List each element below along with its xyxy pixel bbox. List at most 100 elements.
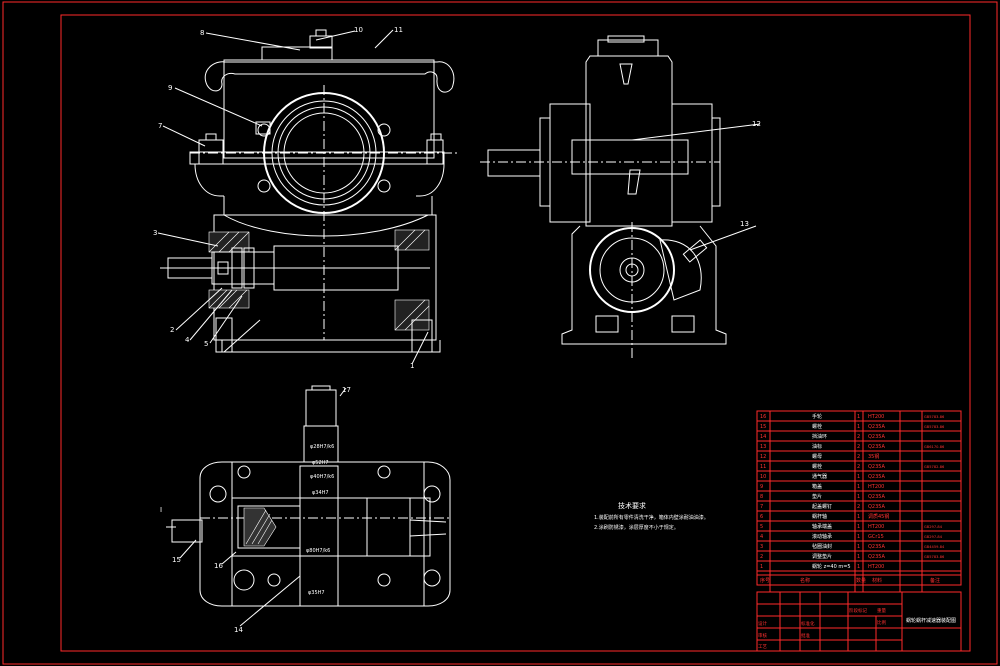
bom-cell-qty: 1 [857,414,860,420]
bom-cell-std: GB5783-86 [924,415,945,419]
bom-cell-qty: 1 [857,534,860,540]
bom-cell-name: 起盖螺钉 [812,503,832,510]
technical-requirements: 技术要求 1.装配前所有零件清洗干净，箱体内壁涂耐油油漆。 2.涂刷防锈漆，涂层… [594,501,709,531]
title-block-label: 标准化 [801,620,815,627]
bom-cell-qty: 2 [857,444,860,450]
bom-header-std: 备注 [930,577,940,584]
bom-cell-std: GB5783-86 [924,425,945,429]
bom-cell-std: GB297-84 [924,535,943,539]
bom-cell-name: 垫片 [812,493,822,500]
bom-cell-qty: 1 [857,424,860,430]
bom-cell-no: 14 [760,434,766,440]
bom-cell-no: 2 [760,554,763,560]
bom-header-mat: 材料 [872,577,882,584]
plan-view: φ28H7/k6 φ52H7 φ40H7/k6 φ34H7 φ80H7/k6 φ… [160,385,451,634]
callout-7: 7 [158,122,162,130]
section-mark: I [160,506,162,514]
title-block-label: 设计 [758,620,767,627]
bom-cell-qty: 1 [857,544,860,550]
callout-4: 4 [185,336,190,344]
title-block-title: 蜗轮蜗杆减速器装配图 [906,617,956,624]
callout-9: 9 [168,84,172,92]
tech-req-line-1: 1.装配前所有零件清洗干净，箱体内壁涂耐油油漆。 [594,514,709,521]
bom-cell-qty: 1 [857,564,860,570]
bom-cell-qty: 1 [857,524,860,530]
title-block-label: 审核 [758,632,767,639]
bom-cell-mat: Q235A [868,474,885,480]
bom-cell-no: 3 [760,544,763,550]
callout-8: 8 [200,29,204,37]
bom-cell-no: 10 [760,474,766,480]
bom-cell-no: 11 [760,464,766,470]
bom-cell-mat: Q235A [868,424,885,430]
bom-cell-no: 1 [760,564,763,570]
bom-cell-no: 6 [760,514,763,520]
bom-cell-name: 螺母 [812,453,822,460]
bom-cell-mat: HT200 [868,564,884,570]
bom-cell-no: 7 [760,504,763,510]
bom-cell-std: GB5783-86 [924,555,945,559]
bom-cell-no: 9 [760,484,763,490]
title-block-label: 阶段标记 [849,607,867,614]
bom-cell-no: 5 [760,524,763,530]
title-block-label: 批准 [801,632,810,639]
bom-header-no: 序号 [760,577,770,584]
callout-1: 1 [410,362,414,370]
side-view: 12 13 [480,35,761,360]
dim-label: φ35H7 [308,590,325,596]
bom-cell-qty: 2 [857,464,860,470]
bom-cell-mat: Q235A [868,544,885,550]
callout-14: 14 [234,626,243,634]
title-block-label: 比例 [877,619,886,626]
bom-cell-mat: Q235A [868,434,885,440]
bom-cell-std: GB297-84 [924,525,943,529]
callout-12: 12 [752,120,761,128]
bom-cell-mat: GCr15 [868,534,884,540]
bom-cell-mat: Q235A [868,554,885,560]
bom-cell-name: 毡圈油封 [812,543,832,550]
bom-cell-name: 通气器 [812,473,827,480]
callout-2: 2 [170,326,174,334]
bom-cell-name: 手轮 [812,413,822,420]
callout-3: 3 [153,229,157,237]
bom-cell-mat: HT200 [868,484,884,490]
bom-cell-name: 轴承端盖 [812,523,832,530]
callout-15: 15 [172,556,181,564]
bom-cell-no: 12 [760,454,766,460]
bom-cell-name: 油标 [812,443,822,450]
dim-label: φ80H7/k6 [306,548,330,554]
bom-cell-no: 13 [760,444,766,450]
bom-cell-mat: 35钢 [868,453,879,460]
bom-cell-no: 8 [760,494,763,500]
bom-cell-mat: Q235A [868,504,885,510]
bom-cell-name: 蜗杆轴 [812,513,827,520]
title-block-label: 重量 [877,607,886,614]
title-block: 蜗轮蜗杆减速器装配图 设计 审核 工艺 标准化 批准 阶段标记 重量 比例 [756,591,962,652]
sheet-frame-inner [60,14,971,652]
callout-10: 10 [354,26,363,34]
bom-cell-mat: HT200 [868,524,884,530]
bom-cell-qty: 1 [857,474,860,480]
dim-label: φ28H7/k6 [310,444,334,450]
bom-cell-name: 蜗轮 z=40 m=5 [812,563,851,570]
callout-16: 16 [214,562,223,570]
bom-cell-std: GB4459-84 [924,545,945,549]
callout-11: 11 [394,26,403,34]
bom-cell-mat: HT200 [868,414,884,420]
callout-13: 13 [740,220,749,228]
bom-header-qty: 数量 [856,577,866,584]
tech-req-line-2: 2.涂刷防锈漆，涂层厚度不小于规定。 [594,524,679,531]
bom-cell-mat: Q235A [868,464,885,470]
bom-cell-name: 调整垫片 [812,553,832,560]
bom-cell-name: 滚动轴承 [812,533,832,540]
bom-cell-mat: Q235A [868,494,885,500]
bom-cell-name: 箱盖 [812,483,822,490]
bom-cell-name: 螺栓 [812,463,822,470]
callout-17: 17 [342,386,351,394]
bom-header-name: 名称 [800,577,810,584]
bom-cell-qty: 2 [857,454,860,460]
dim-label: φ34H7 [312,490,329,496]
